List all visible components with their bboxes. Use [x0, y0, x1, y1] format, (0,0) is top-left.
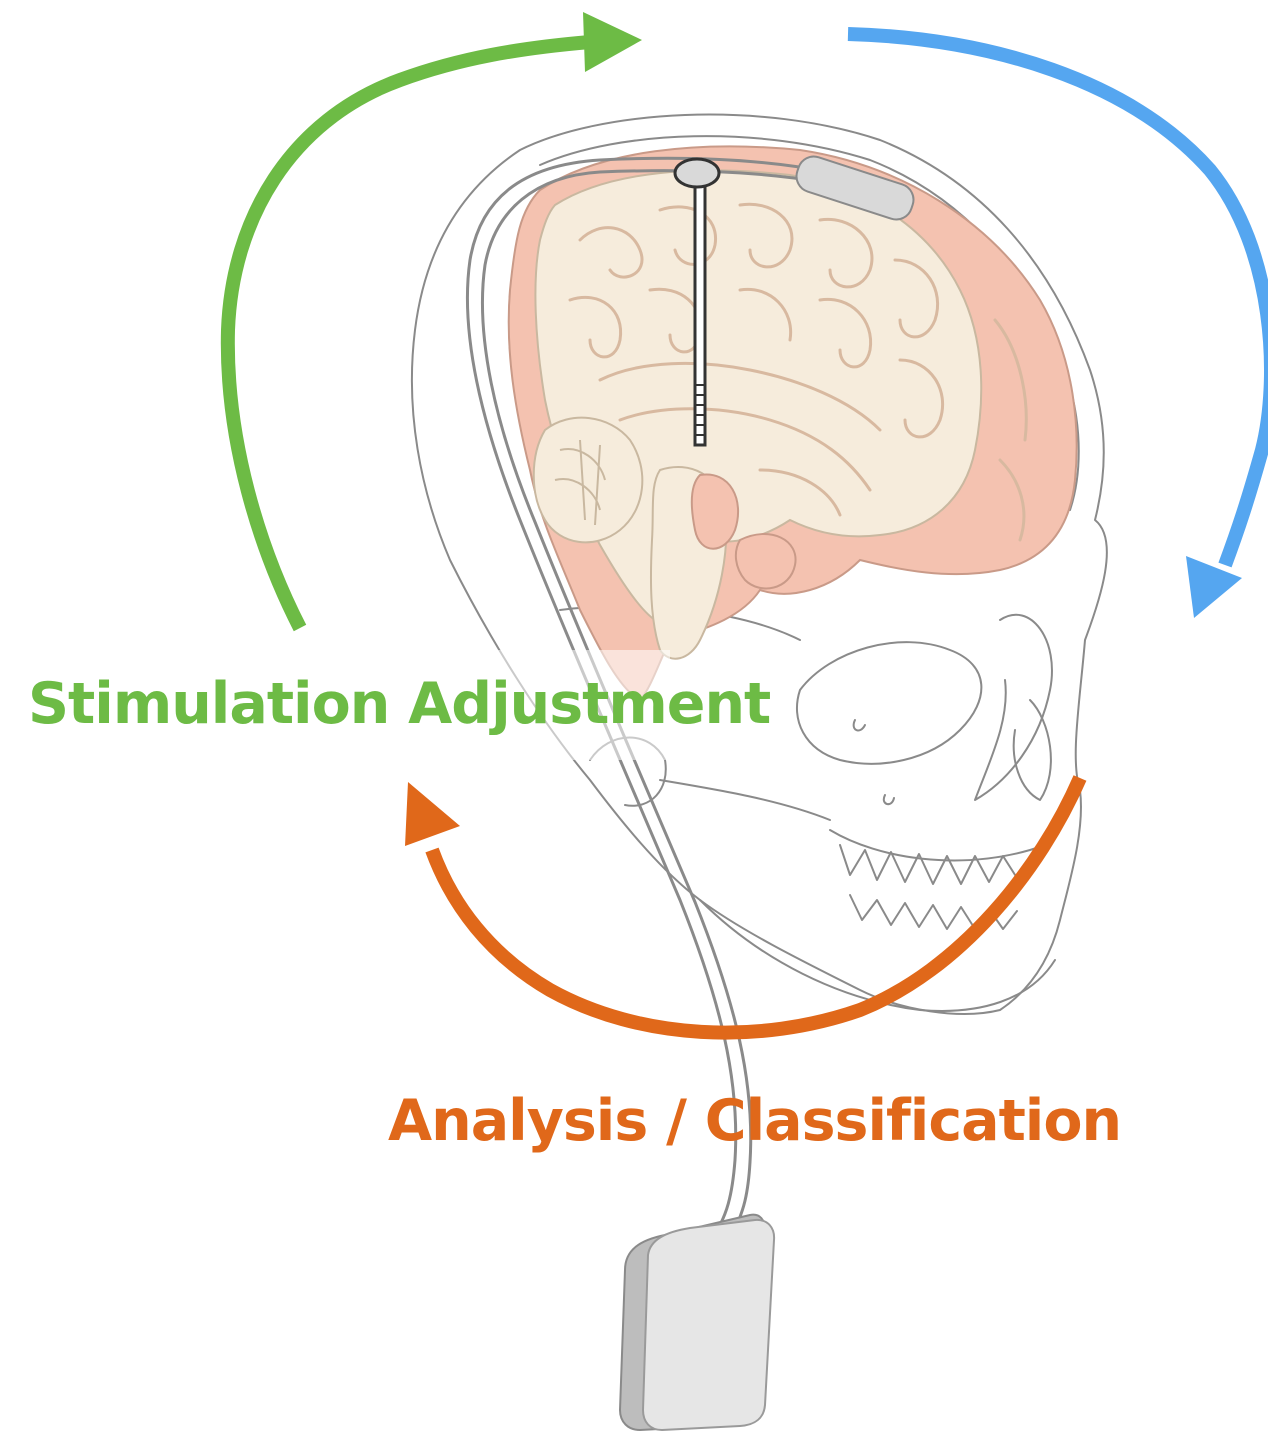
curved-arrow-down-icon: [1186, 556, 1242, 618]
upper-teeth: [840, 845, 1017, 884]
pons-highlight: [692, 474, 738, 548]
analysis-arrow: [405, 778, 1080, 1033]
implanted-neurostimulator: [620, 1215, 774, 1430]
eye-socket: [797, 642, 981, 764]
temporal-lobe: [736, 534, 796, 588]
mandible: [700, 900, 1055, 1011]
cerebellum: [534, 418, 643, 543]
small-foramen: [854, 720, 865, 730]
brain-illustration: [509, 146, 1077, 700]
nasal-cavity: [1014, 700, 1051, 800]
zygomatic-arch: [660, 780, 830, 820]
curved-arrow-up-left-icon: [405, 782, 460, 846]
cheekbone: [975, 615, 1052, 800]
small-foramen-2: [884, 795, 894, 804]
analysis-arrow-shaft: [432, 778, 1080, 1033]
upper-jaw: [830, 815, 1065, 860]
depth-electrode-cap: [675, 159, 719, 187]
device-face: [643, 1220, 774, 1430]
stimulation-adjustment-label: Stimulation Adjustment: [28, 676, 770, 733]
curved-arrow-right-icon: [583, 12, 642, 72]
analysis-classification-label: Analysis / Classification: [388, 1093, 1121, 1150]
